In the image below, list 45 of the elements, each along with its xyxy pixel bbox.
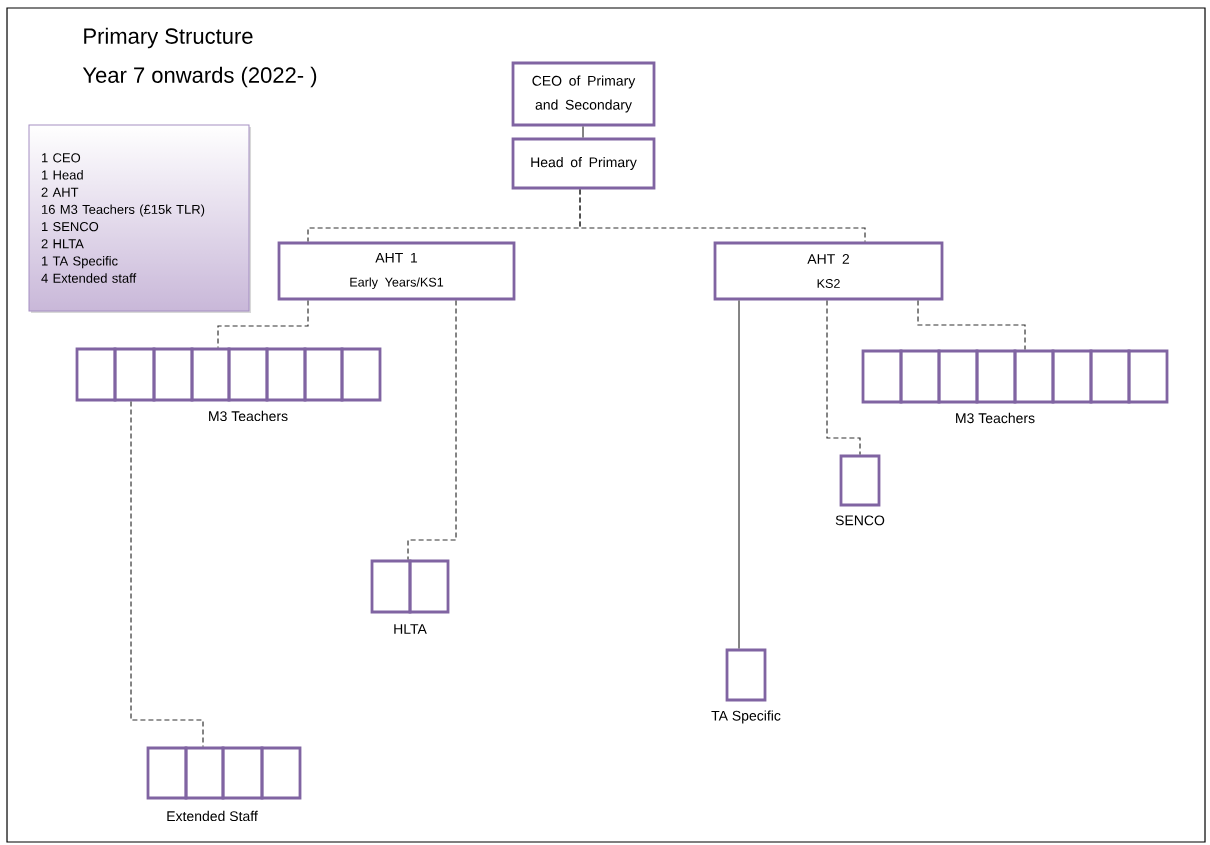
- staff-box: [152, 347, 194, 402]
- staff-box: [221, 746, 264, 800]
- subtitle: Year 7 onwards (2022- ): [82, 66, 317, 88]
- group-caption: HLTA: [394, 624, 427, 634]
- role-box: CEO of Primary and Secondary: [511, 61, 656, 127]
- staff-box: [861, 349, 903, 404]
- staff-box: [265, 347, 307, 402]
- connector: [917, 299, 1026, 351]
- role-box: AHT 2 KS2: [713, 241, 944, 301]
- connector: [407, 299, 457, 561]
- staff-box: [190, 347, 231, 402]
- role-box: Head of Primary: [511, 137, 656, 190]
- connector: [217, 299, 309, 349]
- box-caption: TA Specific: [711, 710, 781, 724]
- box-caption: SENCO: [835, 515, 885, 526]
- connector: [582, 125, 584, 139]
- group-caption: M3 Teachers: [209, 410, 288, 422]
- staff-box: [260, 746, 302, 800]
- staff-box: [1089, 349, 1131, 404]
- staff-box: [408, 559, 450, 614]
- group-caption: M3 Teachers: [956, 412, 1035, 424]
- staff-box: [184, 746, 225, 800]
- staff-box: [75, 347, 117, 402]
- staff-count-panel: 1 CEO 1 Head 2 AHT 16 M3 Teachers (£15k TLR) 1 SENCO 2 HLTA 1 TA Specific 4 Extended staff: [28, 124, 251, 313]
- staff-box: [899, 349, 941, 404]
- staff-box: [113, 347, 156, 402]
- staff-box: [937, 349, 979, 404]
- staff-box: [303, 347, 344, 402]
- staff-box: [725, 648, 767, 702]
- staff-box: [975, 349, 1017, 404]
- staff-box: [370, 559, 412, 614]
- staff-box: [1013, 349, 1055, 404]
- staff-box: [146, 746, 188, 800]
- title: Primary Structure: [84, 27, 253, 49]
- staff-box: [1127, 349, 1169, 404]
- staff-box: [340, 347, 382, 402]
- connector: [130, 400, 204, 748]
- staff-box: [839, 454, 881, 507]
- staff-box: [1051, 349, 1093, 404]
- staff-box: [227, 347, 269, 402]
- group-caption: Extended Staff: [167, 810, 258, 822]
- role-box: AHT 1 Early Years/KS1: [277, 241, 516, 301]
- connector: [579, 188, 866, 243]
- connector: [738, 299, 740, 650]
- connector: [826, 299, 861, 456]
